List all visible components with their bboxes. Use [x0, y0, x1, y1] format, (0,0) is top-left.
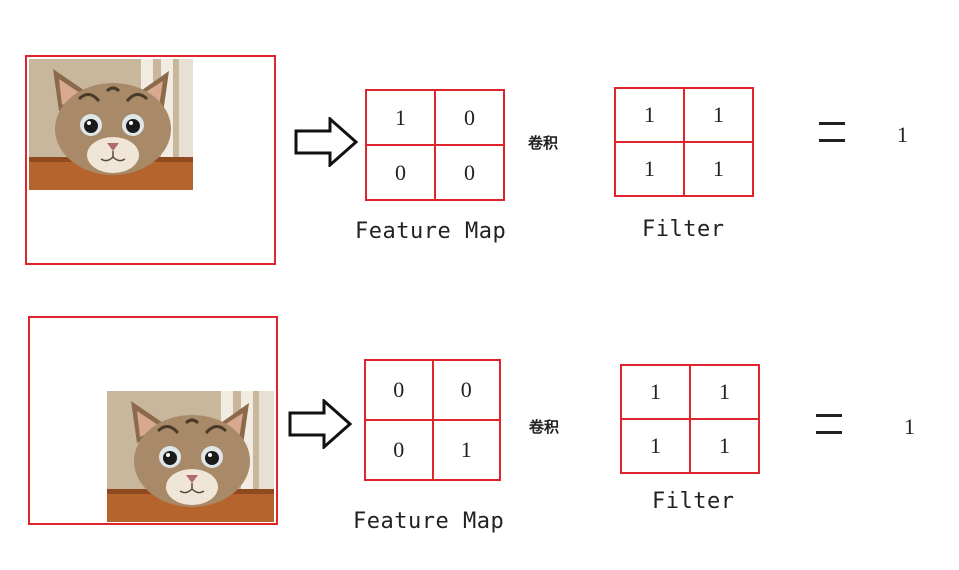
equals-sign-2 — [816, 414, 842, 434]
cat-photo-1 — [29, 59, 193, 190]
filter-grid-1: 1 1 1 1 — [614, 87, 754, 197]
filter-cell: 1 — [684, 88, 753, 142]
filter-cell: 1 — [615, 142, 684, 196]
input-frame-1 — [25, 55, 276, 265]
input-frame-2 — [28, 316, 278, 525]
filter-cell: 1 — [690, 419, 759, 473]
filter-cell: 1 — [621, 365, 690, 419]
feature-map-caption-1: Feature Map — [355, 219, 507, 244]
cat-photo-2 — [107, 391, 274, 522]
feature-map-cell: 1 — [366, 90, 435, 145]
result-value-2: 1 — [904, 414, 915, 439]
filter-caption-1: Filter — [642, 217, 725, 242]
filter-cell: 1 — [621, 419, 690, 473]
right-arrow-icon-1 — [294, 117, 358, 167]
filter-caption-2: Filter — [652, 489, 735, 514]
filter-grid-2: 1 1 1 1 — [620, 364, 760, 474]
feature-map-cell: 0 — [432, 360, 500, 420]
feature-map-caption-2: Feature Map — [353, 509, 505, 534]
feature-map-grid-2: 0 0 0 1 — [364, 359, 501, 481]
result-value-1: 1 — [897, 122, 908, 147]
filter-cell: 1 — [690, 365, 759, 419]
feature-map-grid-1: 1 0 0 0 — [365, 89, 505, 201]
convolution-label-2: 卷积 — [529, 418, 560, 436]
equals-sign-1 — [819, 122, 845, 142]
filter-cell: 1 — [684, 142, 753, 196]
feature-map-cell: 0 — [435, 145, 504, 200]
feature-map-cell: 1 — [432, 420, 500, 480]
feature-map-cell: 0 — [366, 145, 435, 200]
filter-cell: 1 — [615, 88, 684, 142]
feature-map-cell: 0 — [365, 360, 433, 420]
feature-map-cell: 0 — [435, 90, 504, 145]
convolution-label-1: 卷积 — [528, 134, 559, 152]
right-arrow-icon-2 — [288, 399, 352, 449]
feature-map-cell: 0 — [365, 420, 433, 480]
